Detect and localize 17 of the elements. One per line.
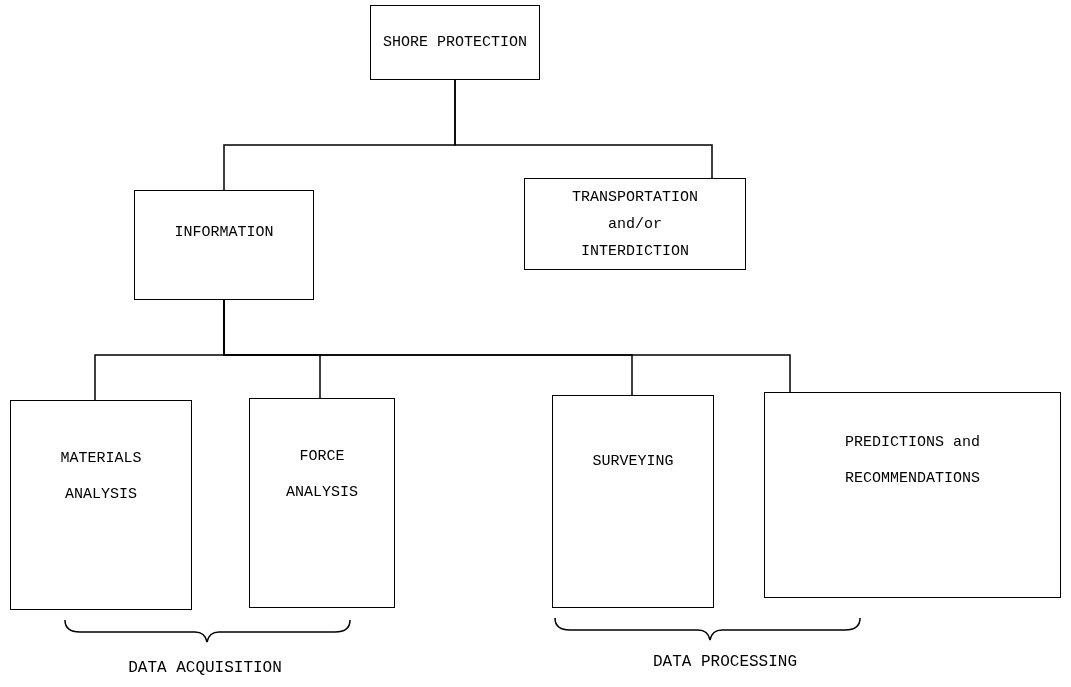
- box-label: PREDICTIONS and RECOMMENDATIONS: [844, 433, 981, 489]
- box-label: TRANSPORTATION and/or INTERDICTION: [571, 187, 699, 262]
- box: [524, 178, 746, 270]
- box-label: FORCE ANALYSIS: [285, 447, 359, 503]
- box: [370, 5, 540, 80]
- box-label: INFORMATION: [174, 223, 274, 243]
- group-label: DATA ACQUISITION: [128, 658, 282, 679]
- connector-line: [454, 79, 713, 179]
- box: [552, 395, 714, 608]
- box-label: SHORE PROTECTION: [383, 32, 527, 53]
- box: [764, 392, 1061, 598]
- box: [10, 400, 192, 610]
- box: [134, 190, 314, 300]
- box-label: SURVEYING: [592, 452, 674, 472]
- group-label: DATA PROCESSING: [653, 652, 797, 673]
- box: [249, 398, 395, 608]
- box-label: MATERIALS ANALYSIS: [59, 449, 143, 505]
